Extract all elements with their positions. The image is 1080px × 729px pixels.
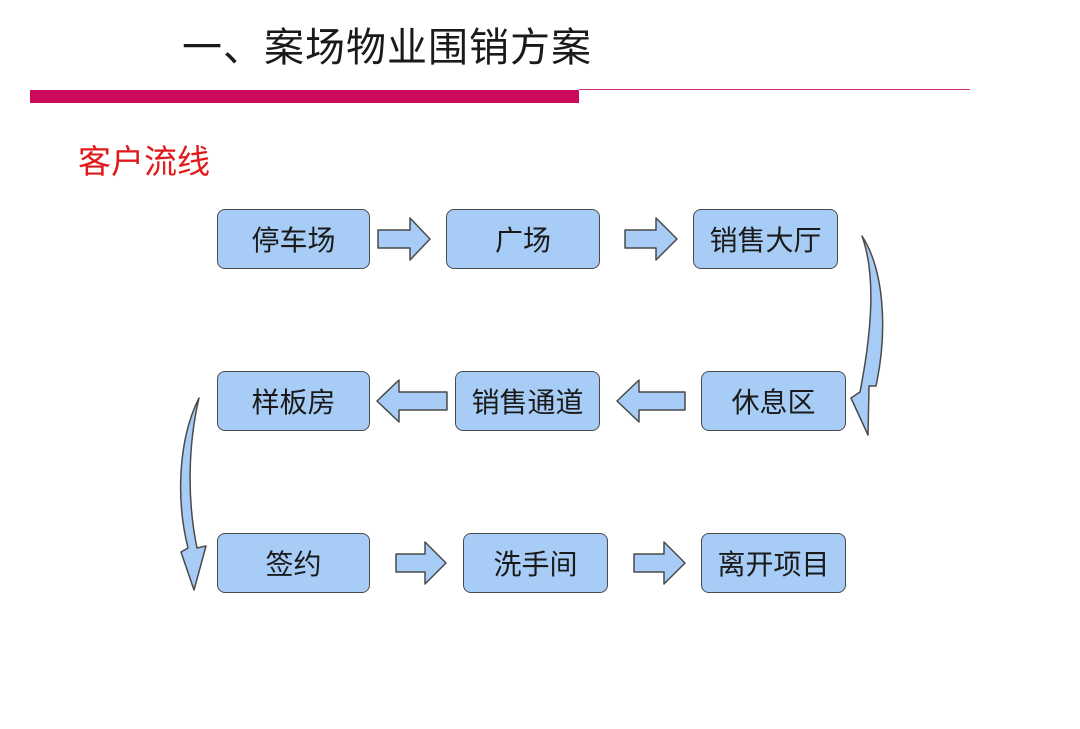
arrow-right-icon — [395, 541, 447, 585]
flow-node-signing: 签约 — [217, 533, 370, 593]
arrow-right-icon — [633, 541, 686, 585]
flow-node-exit: 离开项目 — [701, 533, 846, 593]
arrow-left-icon — [376, 379, 448, 423]
arrow-right-icon — [624, 217, 678, 261]
flow-node-restroom: 洗手间 — [463, 533, 608, 593]
title-underline — [579, 89, 970, 90]
arrow-right-icon — [377, 217, 431, 261]
flow-node-sales-hall: 销售大厅 — [693, 209, 838, 269]
title-accent-bar — [30, 90, 579, 103]
flow-node-sales-corridor: 销售通道 — [455, 371, 600, 431]
flow-node-model-room: 样板房 — [217, 371, 370, 431]
flow-node-lounge: 休息区 — [701, 371, 846, 431]
arrow-left-icon — [616, 379, 686, 423]
flow-node-plaza: 广场 — [446, 209, 600, 269]
page-title: 一、案场物业围销方案 — [182, 25, 592, 71]
curved-arrow-down-icon — [850, 235, 884, 436]
flow-node-parking: 停车场 — [217, 209, 370, 269]
section-title: 客户流线 — [78, 142, 210, 181]
curved-arrow-down-icon — [179, 397, 207, 591]
